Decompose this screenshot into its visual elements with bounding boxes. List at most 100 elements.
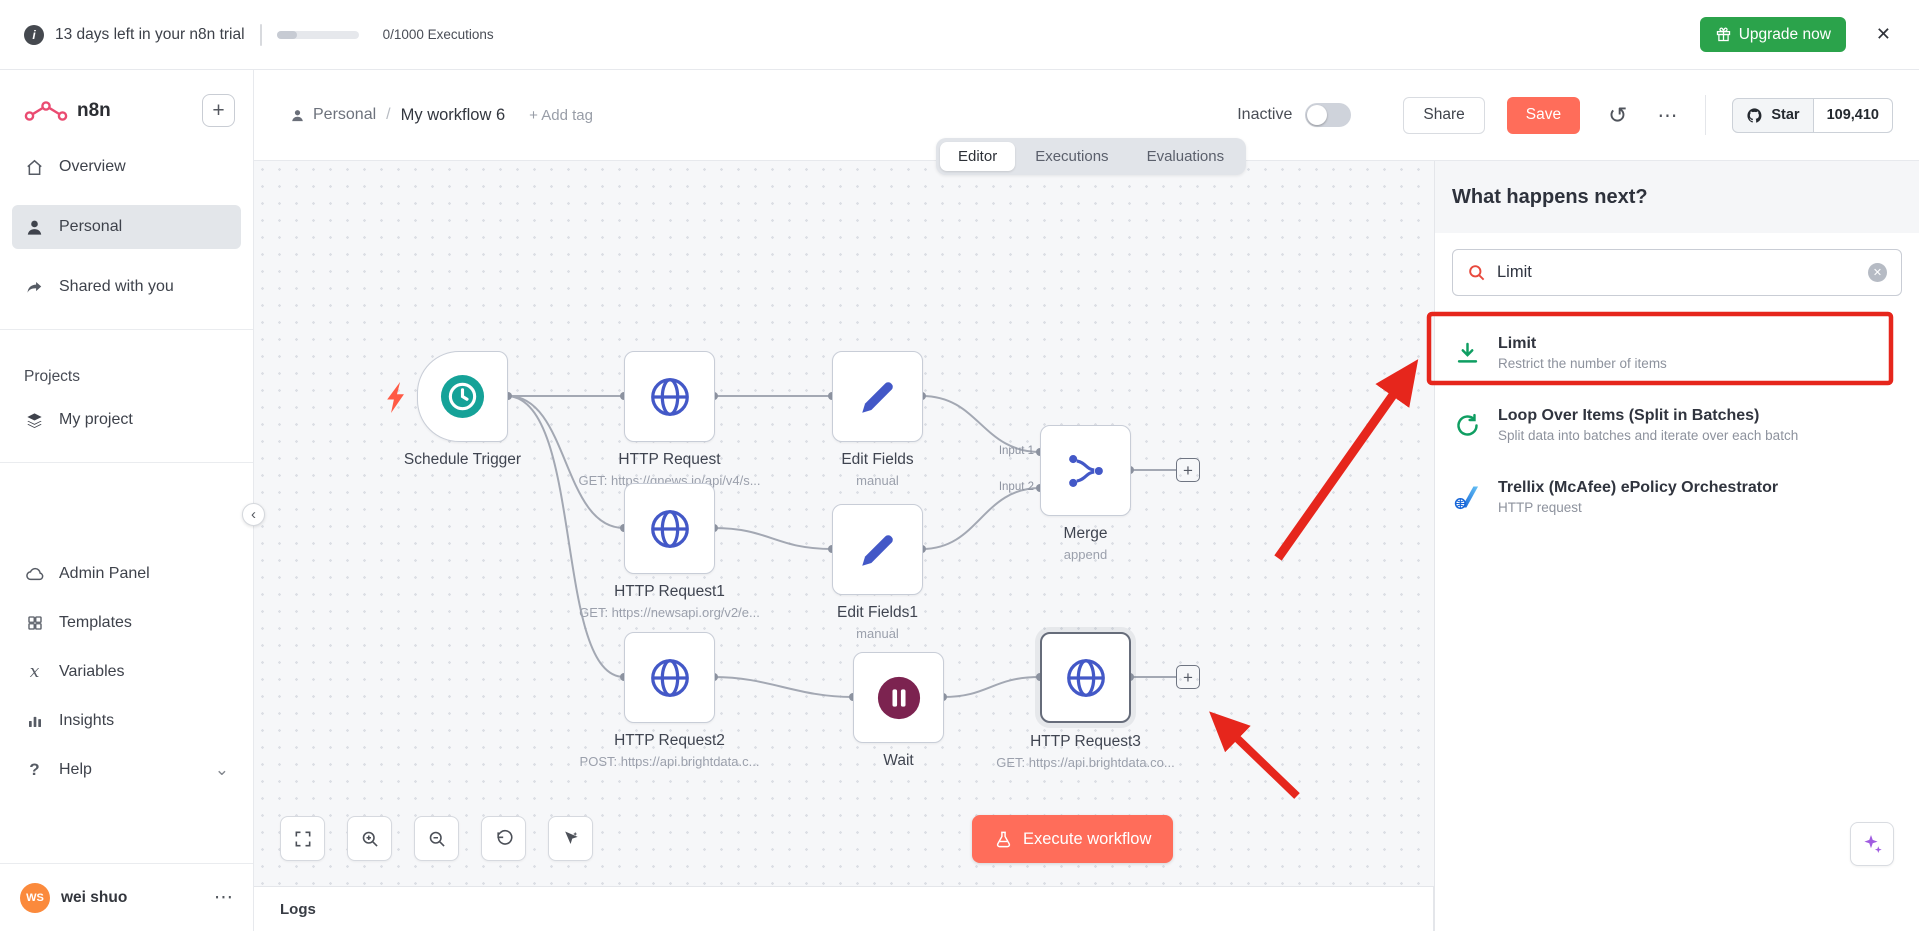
node-result-loop-over-items[interactable]: Loop Over Items (Split in Batches) Split… bbox=[1435, 392, 1919, 458]
execute-workflow-label: Execute workflow bbox=[1023, 829, 1152, 848]
node-wait[interactable]: Wait bbox=[853, 652, 944, 769]
nodes-panel: What happens next? ✕ Limit Restrict the … bbox=[1434, 161, 1919, 931]
sidebar-item-templates[interactable]: Templates bbox=[12, 601, 241, 645]
pencil-icon bbox=[857, 529, 899, 571]
tab-editor[interactable]: Editor bbox=[940, 142, 1016, 171]
globe-icon bbox=[647, 506, 693, 552]
n8n-logo-icon bbox=[24, 98, 68, 124]
upgrade-button[interactable]: Upgrade now bbox=[1699, 17, 1846, 52]
projects-header: Projects bbox=[24, 368, 80, 385]
node-http-request[interactable]: HTTP Request GET: https://gnews.io/api/v… bbox=[578, 351, 761, 488]
sidebar-item-label: Insights bbox=[59, 712, 115, 729]
node-merge[interactable]: Merge append bbox=[1040, 425, 1131, 562]
active-toggle[interactable] bbox=[1305, 103, 1352, 127]
sidebar-item-shared-with-you[interactable]: Shared with you bbox=[12, 265, 241, 309]
history-icon[interactable]: ↺ bbox=[1608, 101, 1628, 128]
node-subtitle: append bbox=[1063, 547, 1108, 562]
node-search-box[interactable]: ✕ bbox=[1452, 249, 1902, 296]
node-result-limit[interactable]: Limit Restrict the number of items bbox=[1435, 320, 1919, 386]
limit-icon bbox=[1452, 338, 1482, 368]
node-subtitle: GET: https://newsapi.org/v2/e... bbox=[579, 605, 760, 620]
sidebar-item-my-project[interactable]: My project bbox=[12, 398, 241, 442]
logs-panel-header[interactable]: Logs bbox=[254, 886, 1434, 931]
node-edit-fields[interactable]: Edit Fields manual bbox=[832, 351, 923, 488]
node-http-request3[interactable]: HTTP Request3 GET: https://api.brightdat… bbox=[996, 632, 1175, 770]
add-tag-button[interactable]: + Add tag bbox=[529, 106, 593, 124]
new-workflow-button[interactable]: + bbox=[202, 94, 235, 127]
node-title: HTTP Request2 bbox=[614, 732, 725, 749]
user-menu[interactable]: WS wei shuo ⋯ bbox=[0, 863, 253, 931]
node-search-input[interactable] bbox=[1497, 263, 1857, 282]
sidebar-collapse-button[interactable]: ‹ bbox=[242, 503, 265, 526]
node-title: Edit Fields bbox=[841, 451, 914, 468]
breadcrumb-separator: / bbox=[386, 106, 391, 123]
sidebar-item-label: Admin Panel bbox=[59, 565, 150, 582]
github-star-badge[interactable]: Star 109,410 bbox=[1732, 97, 1893, 133]
progress-knob bbox=[276, 30, 297, 39]
node-http-request2[interactable]: HTTP Request2 POST: https://api.brightda… bbox=[580, 632, 759, 769]
breadcrumb-project-label: Personal bbox=[313, 106, 377, 123]
trellix-icon bbox=[1452, 482, 1482, 512]
node-subtitle: POST: https://api.brightdata.c... bbox=[579, 754, 760, 769]
sidebar-item-variables[interactable]: x Variables bbox=[12, 650, 241, 694]
close-icon[interactable]: ✕ bbox=[1875, 24, 1891, 44]
node-title: HTTP Request bbox=[618, 451, 721, 468]
zoom-in-button[interactable] bbox=[347, 816, 392, 861]
breadcrumb-project[interactable]: Personal bbox=[290, 106, 376, 124]
sidebar-item-label: My project bbox=[59, 411, 133, 428]
sidebar-item-insights[interactable]: Insights bbox=[12, 699, 241, 743]
sidebar-item-overview[interactable]: Overview bbox=[12, 145, 241, 189]
node-title: HTTP Request1 bbox=[614, 583, 725, 600]
merge-icon bbox=[1064, 449, 1108, 493]
question-icon: ? bbox=[29, 760, 40, 779]
sidebar: n8n + Overview Personal Shared with you … bbox=[0, 70, 254, 931]
star-count: 109,410 bbox=[1813, 97, 1893, 133]
pause-icon bbox=[876, 675, 922, 721]
chevron-left-icon: ‹ bbox=[251, 506, 256, 523]
view-tabs: Editor Executions Evaluations bbox=[936, 138, 1247, 175]
sidebar-item-admin-panel[interactable]: Admin Panel bbox=[12, 552, 241, 596]
fit-view-button[interactable] bbox=[280, 816, 325, 861]
save-button[interactable]: Save bbox=[1506, 96, 1581, 134]
ellipsis-icon[interactable]: ⋯ bbox=[1657, 104, 1680, 127]
execute-workflow-button[interactable]: Execute workflow bbox=[972, 815, 1174, 863]
reset-zoom-button[interactable] bbox=[481, 816, 526, 861]
add-node-after-merge-button[interactable]: + bbox=[1176, 458, 1200, 482]
zoom-out-button[interactable] bbox=[414, 816, 459, 861]
add-node-after-http-request3-button[interactable]: + bbox=[1176, 665, 1200, 689]
sidebar-item-label: Overview bbox=[59, 158, 126, 175]
workflow-canvas[interactable]: Schedule Trigger HTTP Request GET: https… bbox=[254, 161, 1434, 886]
sidebar-item-help[interactable]: ? Help ⌄ bbox=[12, 748, 241, 792]
avatar: WS bbox=[20, 882, 50, 913]
sidebar-item-label: Shared with you bbox=[59, 278, 174, 295]
divider bbox=[0, 329, 253, 330]
search-icon bbox=[1467, 263, 1486, 282]
node-result-trellix-epolicy-orchestrator[interactable]: Trellix (McAfee) ePolicy Orchestrator HT… bbox=[1435, 464, 1919, 530]
node-result-description: Split data into batches and iterate over… bbox=[1498, 428, 1799, 443]
star-label: Star bbox=[1771, 107, 1800, 123]
chart-icon bbox=[24, 712, 45, 730]
clock-icon bbox=[439, 373, 486, 420]
tab-executions[interactable]: Executions bbox=[1035, 148, 1109, 165]
node-title: Schedule Trigger bbox=[403, 451, 522, 468]
tab-evaluations[interactable]: Evaluations bbox=[1146, 148, 1225, 165]
node-schedule-trigger[interactable]: Schedule Trigger bbox=[387, 351, 521, 468]
globe-icon bbox=[1063, 655, 1109, 701]
tidy-up-button[interactable] bbox=[548, 816, 593, 861]
executions-progress-bar bbox=[276, 30, 359, 39]
node-http-request1[interactable]: HTTP Request1 GET: https://newsapi.org/v… bbox=[579, 483, 760, 620]
sidebar-item-label: Personal bbox=[59, 218, 123, 235]
ellipsis-icon[interactable]: ⋯ bbox=[214, 887, 235, 908]
sidebar-item-label: Help bbox=[59, 761, 92, 778]
pencil-icon bbox=[857, 376, 899, 418]
clear-search-icon[interactable]: ✕ bbox=[1868, 263, 1887, 282]
node-edit-fields1[interactable]: Edit Fields1 manual bbox=[832, 504, 923, 641]
merge-input-2-label: Input 2 bbox=[998, 481, 1034, 493]
ai-assistant-button[interactable] bbox=[1850, 822, 1894, 866]
node-subtitle: GET: https://gnews.io/api/v4/s... bbox=[578, 473, 761, 488]
divider bbox=[1705, 95, 1707, 135]
active-status-label: Inactive bbox=[1237, 106, 1293, 123]
share-button[interactable]: Share bbox=[1403, 96, 1485, 134]
workflow-name[interactable]: My workflow 6 bbox=[400, 105, 506, 124]
sidebar-item-personal[interactable]: Personal bbox=[12, 205, 241, 249]
